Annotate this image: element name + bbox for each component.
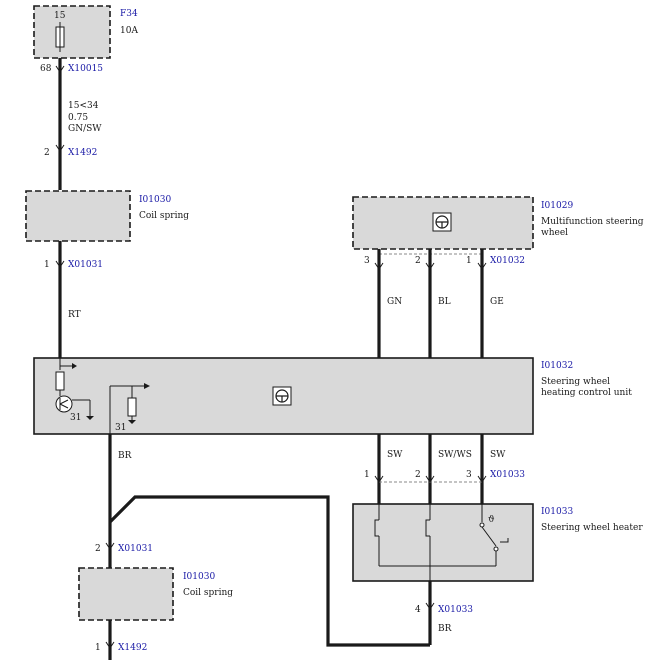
x1492-bottom-id: X1492 — [118, 643, 147, 653]
fuse-box — [33, 5, 111, 59]
fuse-rating: 10A — [120, 26, 138, 36]
fuse-pin-label: 15 — [54, 11, 66, 21]
x01032-arrow-3 — [374, 262, 384, 270]
x01032-pin-2: 2 — [415, 256, 421, 266]
coil-spring-bottom-label: Coil spring — [183, 588, 233, 598]
x01032-pin-1: 1 — [466, 256, 472, 266]
x1492-bottom-pin: 1 — [95, 643, 101, 653]
wire-br-loop — [108, 495, 430, 647]
wire-br-left-label: BR — [118, 451, 132, 461]
x1492-top-id: X1492 — [68, 148, 97, 158]
wire-sw-1-label: SW — [387, 450, 403, 460]
wire-br-bottom-label: BR — [438, 624, 452, 634]
ground-31-a: 31 — [70, 413, 81, 423]
x01033-top-pin-2: 2 — [415, 470, 421, 480]
ground-31-b: 31 — [115, 423, 126, 433]
steering-wheel-icon — [432, 212, 452, 232]
heater-id: I01033 — [541, 507, 573, 517]
x01031-top-pin: 1 — [44, 260, 50, 270]
wire-sw-2-label: SW — [490, 450, 506, 460]
wire-1-gauge: 0.75 — [68, 113, 88, 123]
x01033-arrow-1 — [374, 475, 384, 483]
x10015-arrow — [55, 65, 65, 73]
control-unit-label-2: heating control unit — [541, 388, 632, 398]
wire-rt-color: RT — [68, 310, 81, 320]
x10015-pin: 68 — [40, 64, 52, 74]
wire-1-color: GN/SW — [68, 124, 102, 134]
x01032-arrow-2 — [425, 262, 435, 270]
x01031-top-arrow — [55, 260, 65, 268]
coil-spring-top-box — [25, 190, 131, 242]
x01033-top-id: X01033 — [490, 470, 525, 480]
wire-bl-label: BL — [438, 297, 451, 307]
control-unit-label-1: Steering wheel — [541, 377, 610, 387]
heater-theta: ϑ — [488, 515, 495, 525]
x01031-bottom-id: X01031 — [118, 544, 153, 554]
x01033-bottom-pin: 4 — [415, 605, 421, 615]
x1492-bottom-arrow — [105, 641, 115, 649]
x1492-top-pin: 2 — [44, 148, 50, 158]
control-unit-internals — [55, 358, 150, 434]
x01032-arrow-1 — [477, 262, 487, 270]
x01033-arrow-2 — [425, 475, 435, 483]
x01033-arrow-3 — [477, 475, 487, 483]
heater-label: Steering wheel heater — [541, 523, 643, 533]
wire-sw-ws-label: SW/WS — [438, 450, 472, 460]
coil-spring-top-id: I01030 — [139, 195, 171, 205]
x01032-pin-3: 3 — [364, 256, 370, 266]
coil-spring-bottom-id: I01030 — [183, 572, 215, 582]
x01031-bottom-arrow — [105, 542, 115, 550]
x1492-top-arrow — [55, 144, 65, 152]
x01033-top-pin-1: 1 — [364, 470, 370, 480]
x01033-bottom-id: X01033 — [438, 605, 473, 615]
x01033-top-pin-3: 3 — [466, 470, 472, 480]
mfsw-label-2: wheel — [541, 228, 568, 238]
x01031-top-id: X01031 — [68, 260, 103, 270]
mfsw-id: I01029 — [541, 201, 573, 211]
heater-internals — [374, 504, 509, 581]
wire-ge-label: GE — [490, 297, 504, 307]
x01031-bottom-pin: 2 — [95, 544, 101, 554]
x10015-id: X10015 — [68, 64, 103, 74]
wire-1-terminal: 15<34 — [68, 101, 99, 111]
coil-spring-top-label: Coil spring — [139, 211, 189, 221]
fuse-id: F34 — [120, 9, 138, 19]
x01033-bottom-arrow — [425, 602, 435, 610]
wire-gn-label: GN — [387, 297, 402, 307]
x01032-id: X01032 — [490, 256, 525, 266]
coil-spring-bottom-box — [78, 567, 174, 621]
steering-wheel-icon-cu — [272, 386, 292, 406]
control-unit-id: I01032 — [541, 361, 573, 371]
mfsw-label-1: Multifunction steering — [541, 217, 644, 227]
